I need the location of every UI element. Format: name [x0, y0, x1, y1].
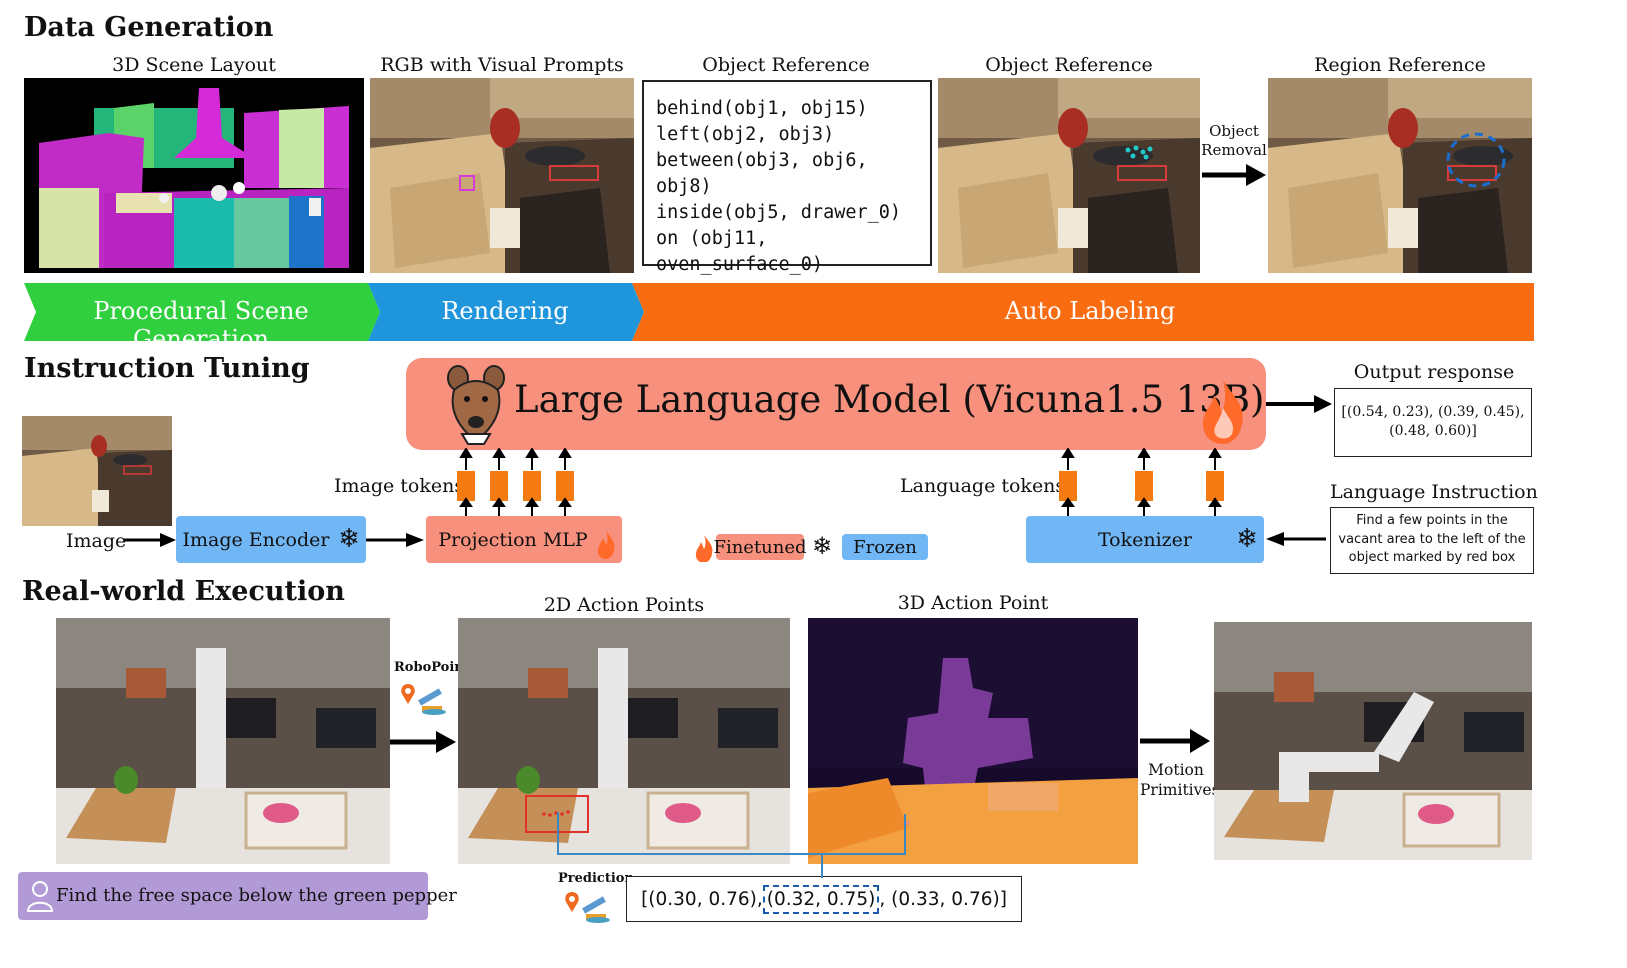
- language-token-arrows: [1061, 448, 1222, 516]
- snowflake-icon: ❄: [1236, 524, 1258, 554]
- object-reference-textbox: behind(obj1, obj15) left(obj2, obj3) bet…: [642, 80, 932, 301]
- fire-icon: [1202, 380, 1243, 444]
- object-removal-label: Object Removal: [1201, 122, 1267, 159]
- robopoint-arrow: [390, 731, 456, 753]
- prediction-output-box: [(0.30, 0.76), (0.32, 0.75), (0.33, 0.76…: [626, 876, 1022, 922]
- robot-scene-photo-2d-points: [458, 618, 790, 864]
- prediction-label: Prediction: [558, 871, 634, 886]
- image-token: [523, 471, 541, 501]
- robot-scene-photo-initial: [56, 618, 390, 864]
- output-response-title: Output response: [1353, 361, 1515, 383]
- llm-title: Large Language Model (Vicuna1.5 13B): [514, 378, 1265, 421]
- caption-region-reference: Region Reference: [1314, 54, 1486, 76]
- tokenizer-label: Tokenizer: [1097, 528, 1193, 551]
- kangaroo-icon: [447, 365, 505, 445]
- stage-auto-labeling-label: Auto Labeling: [1004, 297, 1176, 325]
- region-reference-image: [1268, 78, 1532, 273]
- selected-prediction-point: (0.32, 0.75): [762, 884, 880, 914]
- stage-rendering-chevron: [368, 283, 644, 341]
- image-token: [490, 471, 508, 501]
- caption-2d-action-points: 2D Action Points: [543, 594, 705, 616]
- user-query-box: Find the free space below the green pepp…: [18, 872, 457, 920]
- caption-object-reference-text: Object Reference: [702, 54, 870, 76]
- rgb-visual-prompt-image: [370, 78, 634, 273]
- relation-line: inside(obj5, drawer_0): [656, 202, 902, 223]
- robot-arm-pin-icon: [565, 892, 610, 923]
- language-instruction-box: Find a few points in the vacant area to …: [1330, 507, 1534, 574]
- fire-icon: [695, 535, 713, 562]
- prediction-connector-lines: [557, 812, 906, 878]
- stage-procedural-chevron: [24, 283, 380, 341]
- projection-mlp-label: Projection MLP: [438, 528, 588, 551]
- relation-line: between(obj3, obj6, obj8): [656, 150, 868, 197]
- input-image-thumbnail: [22, 416, 172, 526]
- image-encoder-block: Image Encoder ❄: [176, 516, 366, 563]
- section-title-data-generation: Data Generation: [24, 12, 274, 43]
- tokenizer-block: Tokenizer ❄: [1026, 516, 1264, 563]
- language-token: [1059, 471, 1077, 501]
- object-removal-arrow: [1202, 164, 1266, 186]
- snowflake-icon: ❄: [812, 532, 833, 560]
- stage-procedural-label: Procedural Scene Generation: [93, 297, 309, 353]
- legend-finetuned: Finetuned: [713, 534, 807, 560]
- instruction-to-tokenizer-arrow: [1266, 532, 1326, 546]
- motion-arrow: [1140, 729, 1210, 753]
- image-to-encoder-arrow: [124, 533, 176, 547]
- robot-scene-photo-execution: [1214, 622, 1532, 860]
- projection-mlp-block: Projection MLP: [426, 516, 622, 563]
- image-label: Image: [66, 530, 127, 552]
- motion-primitives-label: Motion Primitives: [1140, 761, 1220, 799]
- llm-block: Large Language Model (Vicuna1.5 13B): [406, 358, 1266, 450]
- output-response-box: [(0.54, 0.23), (0.39, 0.45), (0.48, 0.60…: [1334, 388, 1532, 457]
- user-icon: [26, 881, 54, 912]
- image-token: [556, 471, 574, 501]
- image-encoder-label: Image Encoder: [182, 528, 330, 551]
- relation-line: on (obj11, oven_surface_0): [656, 228, 824, 275]
- language-token: [1206, 471, 1224, 501]
- svg-text:×: ×: [903, 818, 911, 829]
- robot-arm-pin-icon: [401, 684, 446, 715]
- caption-object-reference-image: Object Reference: [985, 54, 1153, 76]
- language-token: [1135, 471, 1153, 501]
- image-tokens-label: Image tokens: [334, 475, 465, 497]
- image-token-arrows: [459, 448, 572, 516]
- fire-icon: [597, 531, 615, 559]
- section-title-instruction-tuning: Instruction Tuning: [24, 353, 310, 384]
- depth-map-3d-action-point: ×: [808, 618, 1138, 864]
- llm-to-output-arrow: [1266, 395, 1332, 413]
- object-reference-image: [938, 78, 1200, 273]
- relation-line: behind(obj1, obj15): [656, 98, 868, 119]
- image-token: [457, 471, 475, 501]
- legend-frozen: Frozen: [842, 534, 928, 560]
- language-instruction-title: Language Instruction: [1330, 481, 1538, 503]
- scene-layout-image: [24, 78, 364, 273]
- snowflake-icon: ❄: [338, 524, 360, 554]
- encoder-to-projection-arrow: [366, 533, 424, 547]
- pipeline-banner: [24, 283, 1534, 341]
- section-title-real-world-execution: Real-world Execution: [22, 576, 345, 607]
- stage-rendering-label: Rendering: [441, 297, 569, 325]
- caption-3d-action-point: 3D Action Point: [897, 592, 1049, 614]
- caption-3d-scene-layout: 3D Scene Layout: [112, 54, 276, 76]
- stage-auto-labeling-chevron: [632, 283, 1534, 341]
- user-query-text: Find the free space below the green pepp…: [56, 885, 457, 906]
- relation-line: left(obj2, obj3): [656, 124, 835, 145]
- robopoint-label: RoboPoint: [394, 660, 470, 675]
- language-tokens-label: Language tokens: [900, 475, 1066, 497]
- caption-rgb-visual-prompts: RGB with Visual Prompts: [380, 54, 624, 76]
